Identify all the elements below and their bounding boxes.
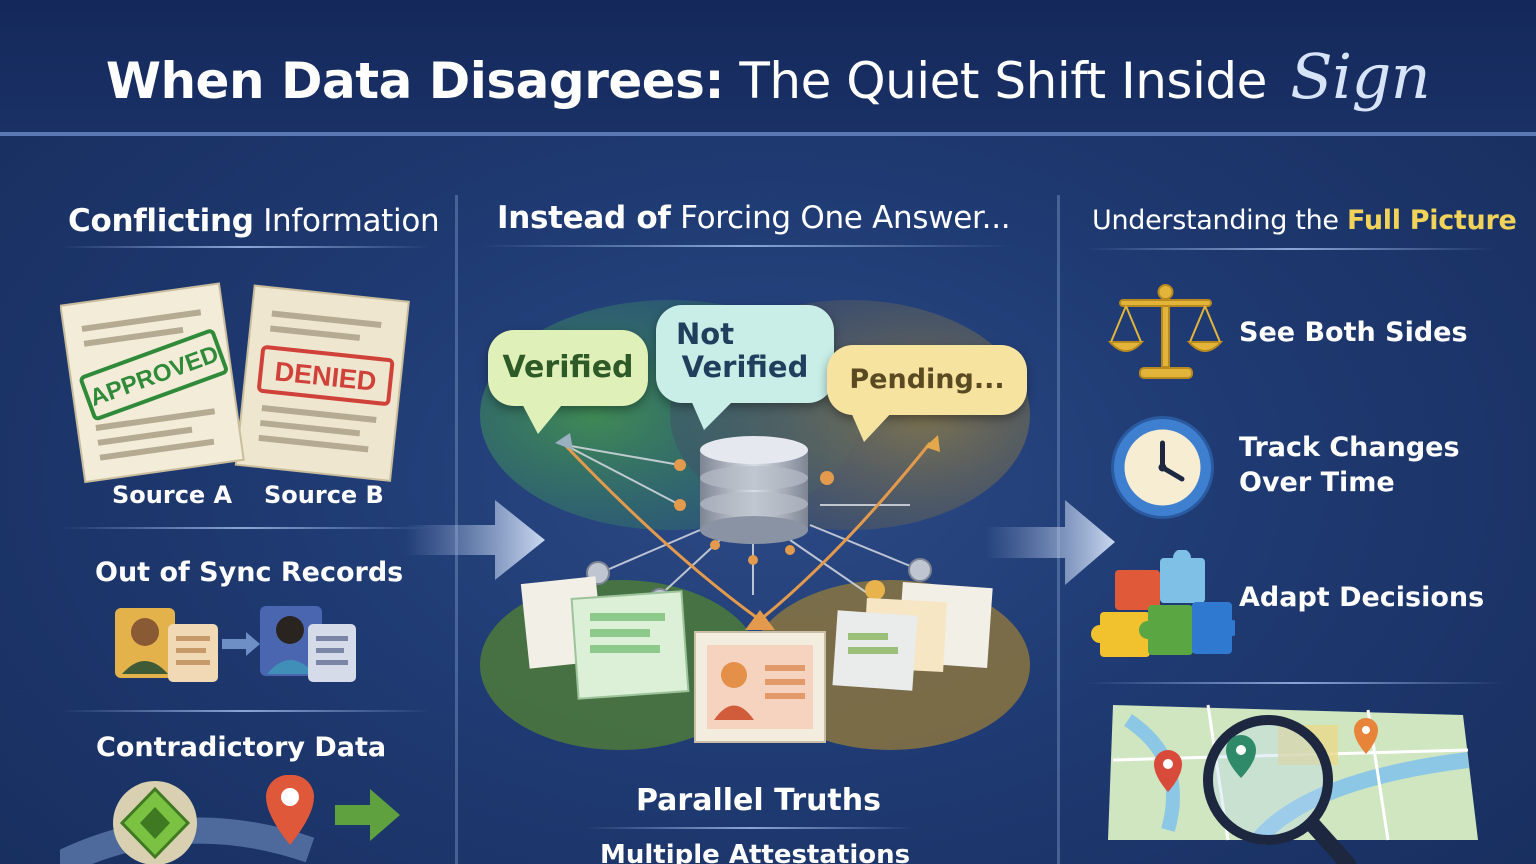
contradictory-data-illustration [60, 775, 400, 864]
bubble-not-verified-line2: Verified [681, 350, 809, 384]
bubble-pending-tail [850, 410, 894, 442]
record-cards [520, 576, 993, 743]
title-light: The Quiet Shift Inside [739, 52, 1267, 110]
bubble-verified: Verified [488, 330, 648, 406]
left-heading: Conflicting Information [68, 203, 440, 239]
out-of-sync-label: Out of Sync Records [95, 557, 404, 588]
title-script: Sign [1290, 40, 1431, 113]
source-a-label: Source A [112, 481, 233, 509]
bubble-pending: Pending... [827, 345, 1027, 415]
track-changes-line2: Over Time [1239, 467, 1395, 498]
puzzle-icon [1091, 550, 1235, 657]
right-heading-bold: Full Picture [1347, 205, 1517, 236]
right-divider [1085, 682, 1505, 684]
flow-arrow-right [985, 500, 1115, 585]
parallel-truths-label: Parallel Truths [636, 783, 881, 818]
left-heading-underline [60, 246, 430, 248]
scales-icon [1108, 284, 1223, 379]
right-heading-light: Understanding the [1092, 205, 1339, 236]
center-heading-bold: Instead of [497, 200, 671, 236]
flow-arrow-left [405, 500, 545, 580]
bubble-not-verified-tail [690, 398, 736, 430]
see-both-sides-label: See Both Sides [1239, 315, 1468, 350]
right-heading-underline [1085, 248, 1495, 250]
track-changes-line1: Track Changes [1239, 432, 1460, 463]
left-divider-1 [60, 527, 430, 529]
right-heading: Understanding the Full Picture [1092, 205, 1517, 236]
left-heading-bold: Conflicting [68, 203, 254, 239]
center-heading-underline [480, 245, 1010, 247]
center-heading-light: Forcing One Answer... [680, 200, 1011, 236]
center-divider [585, 827, 915, 829]
multiple-attestations-label: Multiple Attestations [600, 840, 911, 864]
contradictory-data-label: Contradictory Data [96, 732, 387, 763]
page-title: When Data Disagrees: The Quiet Shift Ins… [0, 40, 1536, 113]
map-magnifier-illustration [1108, 704, 1478, 864]
left-divider-2 [60, 710, 430, 712]
bubble-not-verified: Not Verified [656, 305, 834, 403]
bubble-verified-tail [520, 400, 566, 434]
database-icon [700, 436, 808, 544]
adapt-decisions-text: Adapt Decisions [1239, 582, 1485, 613]
conflicting-documents-illustration: DENIED APPROVED [60, 282, 410, 484]
track-changes-label: Track Changes Over Time [1239, 430, 1460, 500]
source-b-label: Source B [264, 481, 384, 509]
header-bar [0, 0, 1536, 136]
clock-icon [1111, 416, 1214, 519]
bubble-verified-text: Verified [502, 350, 634, 385]
bubble-pending-text: Pending... [849, 364, 1005, 395]
bubble-not-verified-line1: Not [676, 317, 735, 351]
title-bold: When Data Disagrees: [105, 52, 725, 110]
adapt-decisions-label: Adapt Decisions [1239, 580, 1484, 615]
left-heading-light: Information [263, 203, 440, 239]
see-both-sides-text: See Both Sides [1239, 317, 1468, 348]
center-heading: Instead of Forcing One Answer... [497, 200, 1011, 236]
out-of-sync-records-illustration [115, 606, 356, 682]
